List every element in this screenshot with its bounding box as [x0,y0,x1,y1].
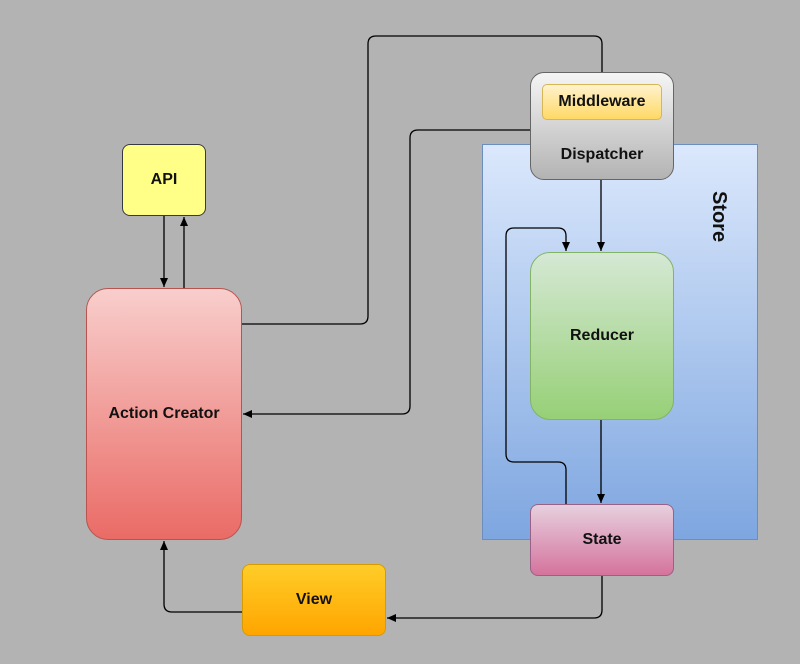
view-label: View [295,591,333,608]
edge-action-creator-to-middleware [242,35,606,325]
api-label: API [150,171,178,188]
action-creator-label: Action Creator [108,405,220,422]
api-node[interactable]: API [122,144,206,216]
reducer-node[interactable]: Reducer [530,252,674,420]
middleware-label: Middleware [558,93,646,110]
middleware-node[interactable]: Middleware [542,84,662,120]
action-creator-node[interactable]: Action Creator [86,288,242,540]
state-node[interactable]: State [530,504,674,576]
view-node[interactable]: View [242,564,386,636]
reducer-label: Reducer [569,327,635,344]
edge-state-to-reducer [505,227,570,504]
state-label: State [582,531,622,548]
edge-view-to-action-creator [160,541,242,613]
edge-state-to-view [387,576,603,622]
dispatcher-label: Dispatcher [560,146,644,163]
